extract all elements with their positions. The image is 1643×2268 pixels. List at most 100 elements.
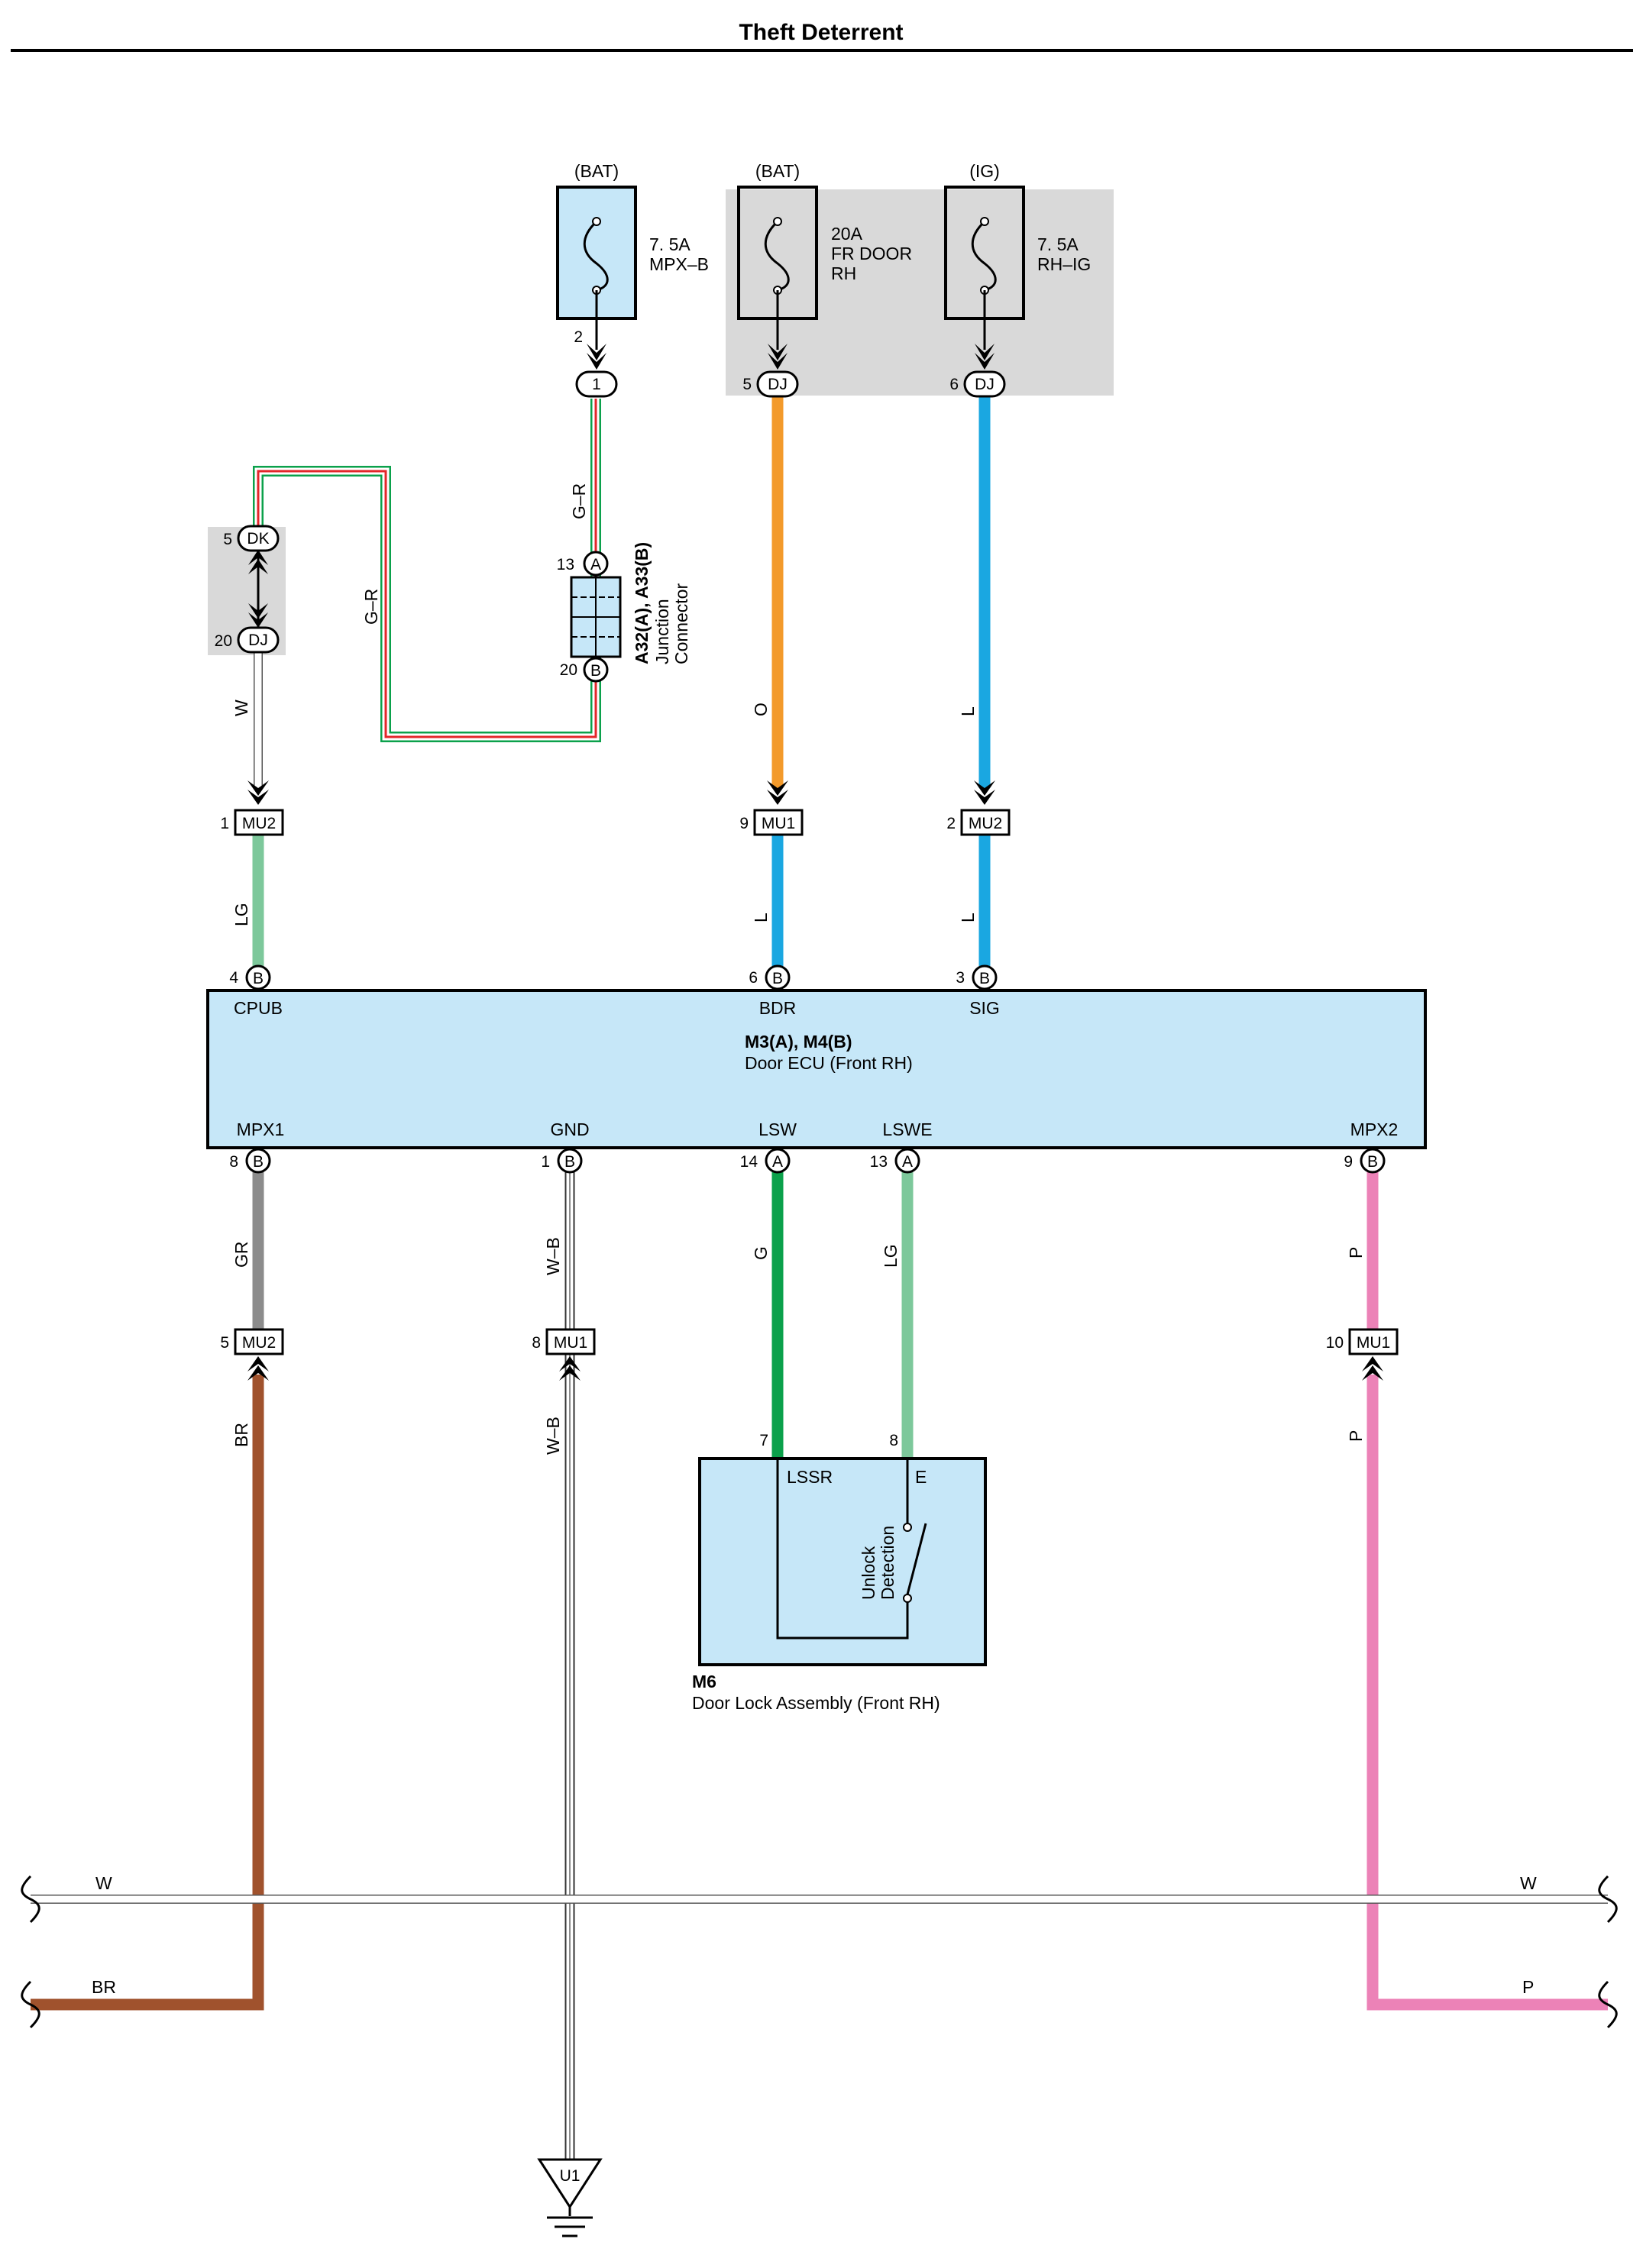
dj-conn: DJ xyxy=(248,632,268,649)
ecu-pin-mpx2-conn: B xyxy=(1367,1153,1378,1171)
jc-line1: Junction xyxy=(652,599,672,664)
ecu-pin-gnd-label: GND xyxy=(550,1119,589,1139)
label-w-b-1: W–B xyxy=(543,1237,563,1275)
ecu-pin-cpub-label: CPUB xyxy=(234,998,283,1018)
label-w-b-2: W–B xyxy=(543,1417,563,1455)
junction-connector: 13 A 20 B A32(A), A33(B) Junction Connec… xyxy=(557,542,691,683)
ecu-pin-lswe-num: 13 xyxy=(870,1153,888,1171)
relay-block-shade xyxy=(726,189,1114,396)
mu2-bottom-pin: 5 xyxy=(220,1334,229,1352)
label-gr: GR xyxy=(231,1242,251,1268)
ecu-pin-sig-num: 3 xyxy=(956,969,965,987)
mu1-top-name: MU1 xyxy=(762,815,795,832)
mu1-top-pin: 9 xyxy=(739,815,749,832)
label-l-bdr: L xyxy=(751,913,771,922)
door-lock-switch-line2: Detection xyxy=(878,1526,898,1600)
label-p-1: P xyxy=(1346,1247,1366,1258)
fuse-fr-door-conn: DJ xyxy=(768,376,788,393)
fuse-rh-ig-name: RH–IG xyxy=(1037,254,1091,274)
door-lock-switch-line1: Unlock xyxy=(859,1546,878,1600)
fuse-mpx-b-rating: 7. 5A xyxy=(649,234,691,254)
ecu-pin-lswe-conn: A xyxy=(902,1153,913,1171)
bus-w-right: W xyxy=(1520,1873,1537,1893)
fuse-fr-door-pin: 5 xyxy=(742,376,752,393)
ecu-pin-lsw-num: 14 xyxy=(740,1153,758,1171)
label-g-r-2: G–R xyxy=(361,589,381,625)
ground-label: U1 xyxy=(560,2167,581,2185)
door-lock-pin-left: 7 xyxy=(759,1432,768,1449)
jc-top-conn: A xyxy=(590,556,601,573)
ground-u1: U1 xyxy=(537,2158,603,2237)
door-lock-id: M6 xyxy=(692,1672,716,1691)
bus-w-left: W xyxy=(95,1873,112,1893)
wire-g-r xyxy=(253,399,601,742)
label-g: G xyxy=(751,1246,771,1260)
ecu-pin-mpx1-num: 8 xyxy=(229,1153,238,1171)
label-br: BR xyxy=(231,1423,251,1447)
door-lock-pin-right: 8 xyxy=(889,1432,898,1449)
fuse-fr-door-rh: (BAT) 20A FR DOOR RH xyxy=(737,161,912,350)
ecu-pin-lsw-label: LSW xyxy=(758,1119,797,1139)
jc-bottom-pin: 20 xyxy=(560,661,577,679)
ecu-pin-lsw-conn: A xyxy=(772,1153,783,1171)
mu2-sig-name: MU2 xyxy=(969,815,1002,832)
door-lock-label-left: LSSR xyxy=(787,1467,833,1487)
fuse-mpx-b-name: MPX–B xyxy=(649,254,709,274)
wire-br xyxy=(31,1375,264,2011)
wire-color-labels: G–R G–R W O L LG L L GR W–B G LG P BR W–… xyxy=(231,483,1366,1455)
ecu-pin-lswe-label: LSWE xyxy=(882,1119,932,1139)
door-ecu: 4 B CPUB 6 B BDR 3 B SIG M3(A), M4(B) Do… xyxy=(206,964,1427,1174)
fuse-fr-door-rating: 20A xyxy=(831,224,863,244)
ecu-pin-mpx2-num: 9 xyxy=(1344,1153,1353,1171)
ecu-pin-mpx1-conn: B xyxy=(253,1153,264,1171)
ecu-name: Door ECU (Front RH) xyxy=(745,1053,913,1073)
fuse-fr-door-name1: FR DOOR xyxy=(831,244,912,263)
ecu-pin-sig-conn: B xyxy=(979,970,990,987)
fuse-mpx-b: (BAT) 7. 5A MPX–B xyxy=(556,161,709,350)
label-w: W xyxy=(231,699,251,716)
bus-br-left: BR xyxy=(92,1977,116,1997)
bus-p-right: P xyxy=(1522,1977,1534,1997)
label-o: O xyxy=(751,703,771,716)
fuse-mpx-b-pin: 2 xyxy=(574,328,583,346)
mu2-top-pin: 1 xyxy=(220,815,229,832)
fuse-rh-ig: (IG) 7. 5A RH–IG xyxy=(944,161,1091,350)
mu1-mpx2-name: MU1 xyxy=(1357,1334,1390,1352)
fuse-fr-door-name2: RH xyxy=(831,263,856,283)
inline-connectors-bottom: 5 MU2 8 MU1 10 MU1 xyxy=(220,1328,1399,1381)
dj-pin: 20 xyxy=(215,632,232,650)
mu2-bottom-name: MU2 xyxy=(242,1334,276,1352)
door-lock-label-right: E xyxy=(915,1467,927,1487)
fuse-mpx-b-conn: 1 xyxy=(592,376,601,393)
label-g-r-1: G–R xyxy=(569,483,589,519)
fuse-terminals: 2 1 5 DJ 6 DJ xyxy=(574,328,1006,398)
fuse-mpx-b-source: (BAT) xyxy=(574,161,619,181)
mu2-sig-pin: 2 xyxy=(946,815,956,832)
jc-line2: Connector xyxy=(671,583,691,664)
ecu-pin-bdr-label: BDR xyxy=(759,998,797,1018)
ecu-pin-bdr-num: 6 xyxy=(749,969,758,987)
ecu-pin-cpub-num: 4 xyxy=(229,969,238,987)
page-title: Theft Deterrent xyxy=(739,20,903,45)
bus-break-marks xyxy=(21,1875,1618,2029)
mu2-top-name: MU2 xyxy=(242,815,276,832)
mu1-mpx2-pin: 10 xyxy=(1326,1334,1344,1352)
mu1-gnd-name: MU1 xyxy=(554,1334,587,1352)
label-p-2: P xyxy=(1346,1430,1366,1442)
inline-connectors-top: 1 MU2 9 MU1 2 MU2 xyxy=(220,780,1011,836)
ecu-pin-gnd-num: 1 xyxy=(541,1153,550,1171)
ecu-pin-bdr-conn: B xyxy=(772,970,783,987)
label-l-ig: L xyxy=(958,706,978,716)
ecu-pin-mpx2-label: MPX2 xyxy=(1350,1119,1399,1139)
door-lock-name: Door Lock Assembly (Front RH) xyxy=(692,1693,940,1713)
ecu-pin-cpub-conn: B xyxy=(253,970,264,987)
wire-p-lower xyxy=(1366,1375,1608,2011)
jc-bottom-conn: B xyxy=(590,662,601,680)
fuse-rh-ig-rating: 7. 5A xyxy=(1037,234,1079,254)
dk-dj-connector: 5 DK 20 DJ xyxy=(215,525,280,654)
jc-top-pin: 13 xyxy=(557,556,574,573)
label-l-sig: L xyxy=(958,913,978,922)
ecu-pin-sig-label: SIG xyxy=(969,998,1000,1018)
fuse-rh-ig-pin: 6 xyxy=(949,376,959,393)
